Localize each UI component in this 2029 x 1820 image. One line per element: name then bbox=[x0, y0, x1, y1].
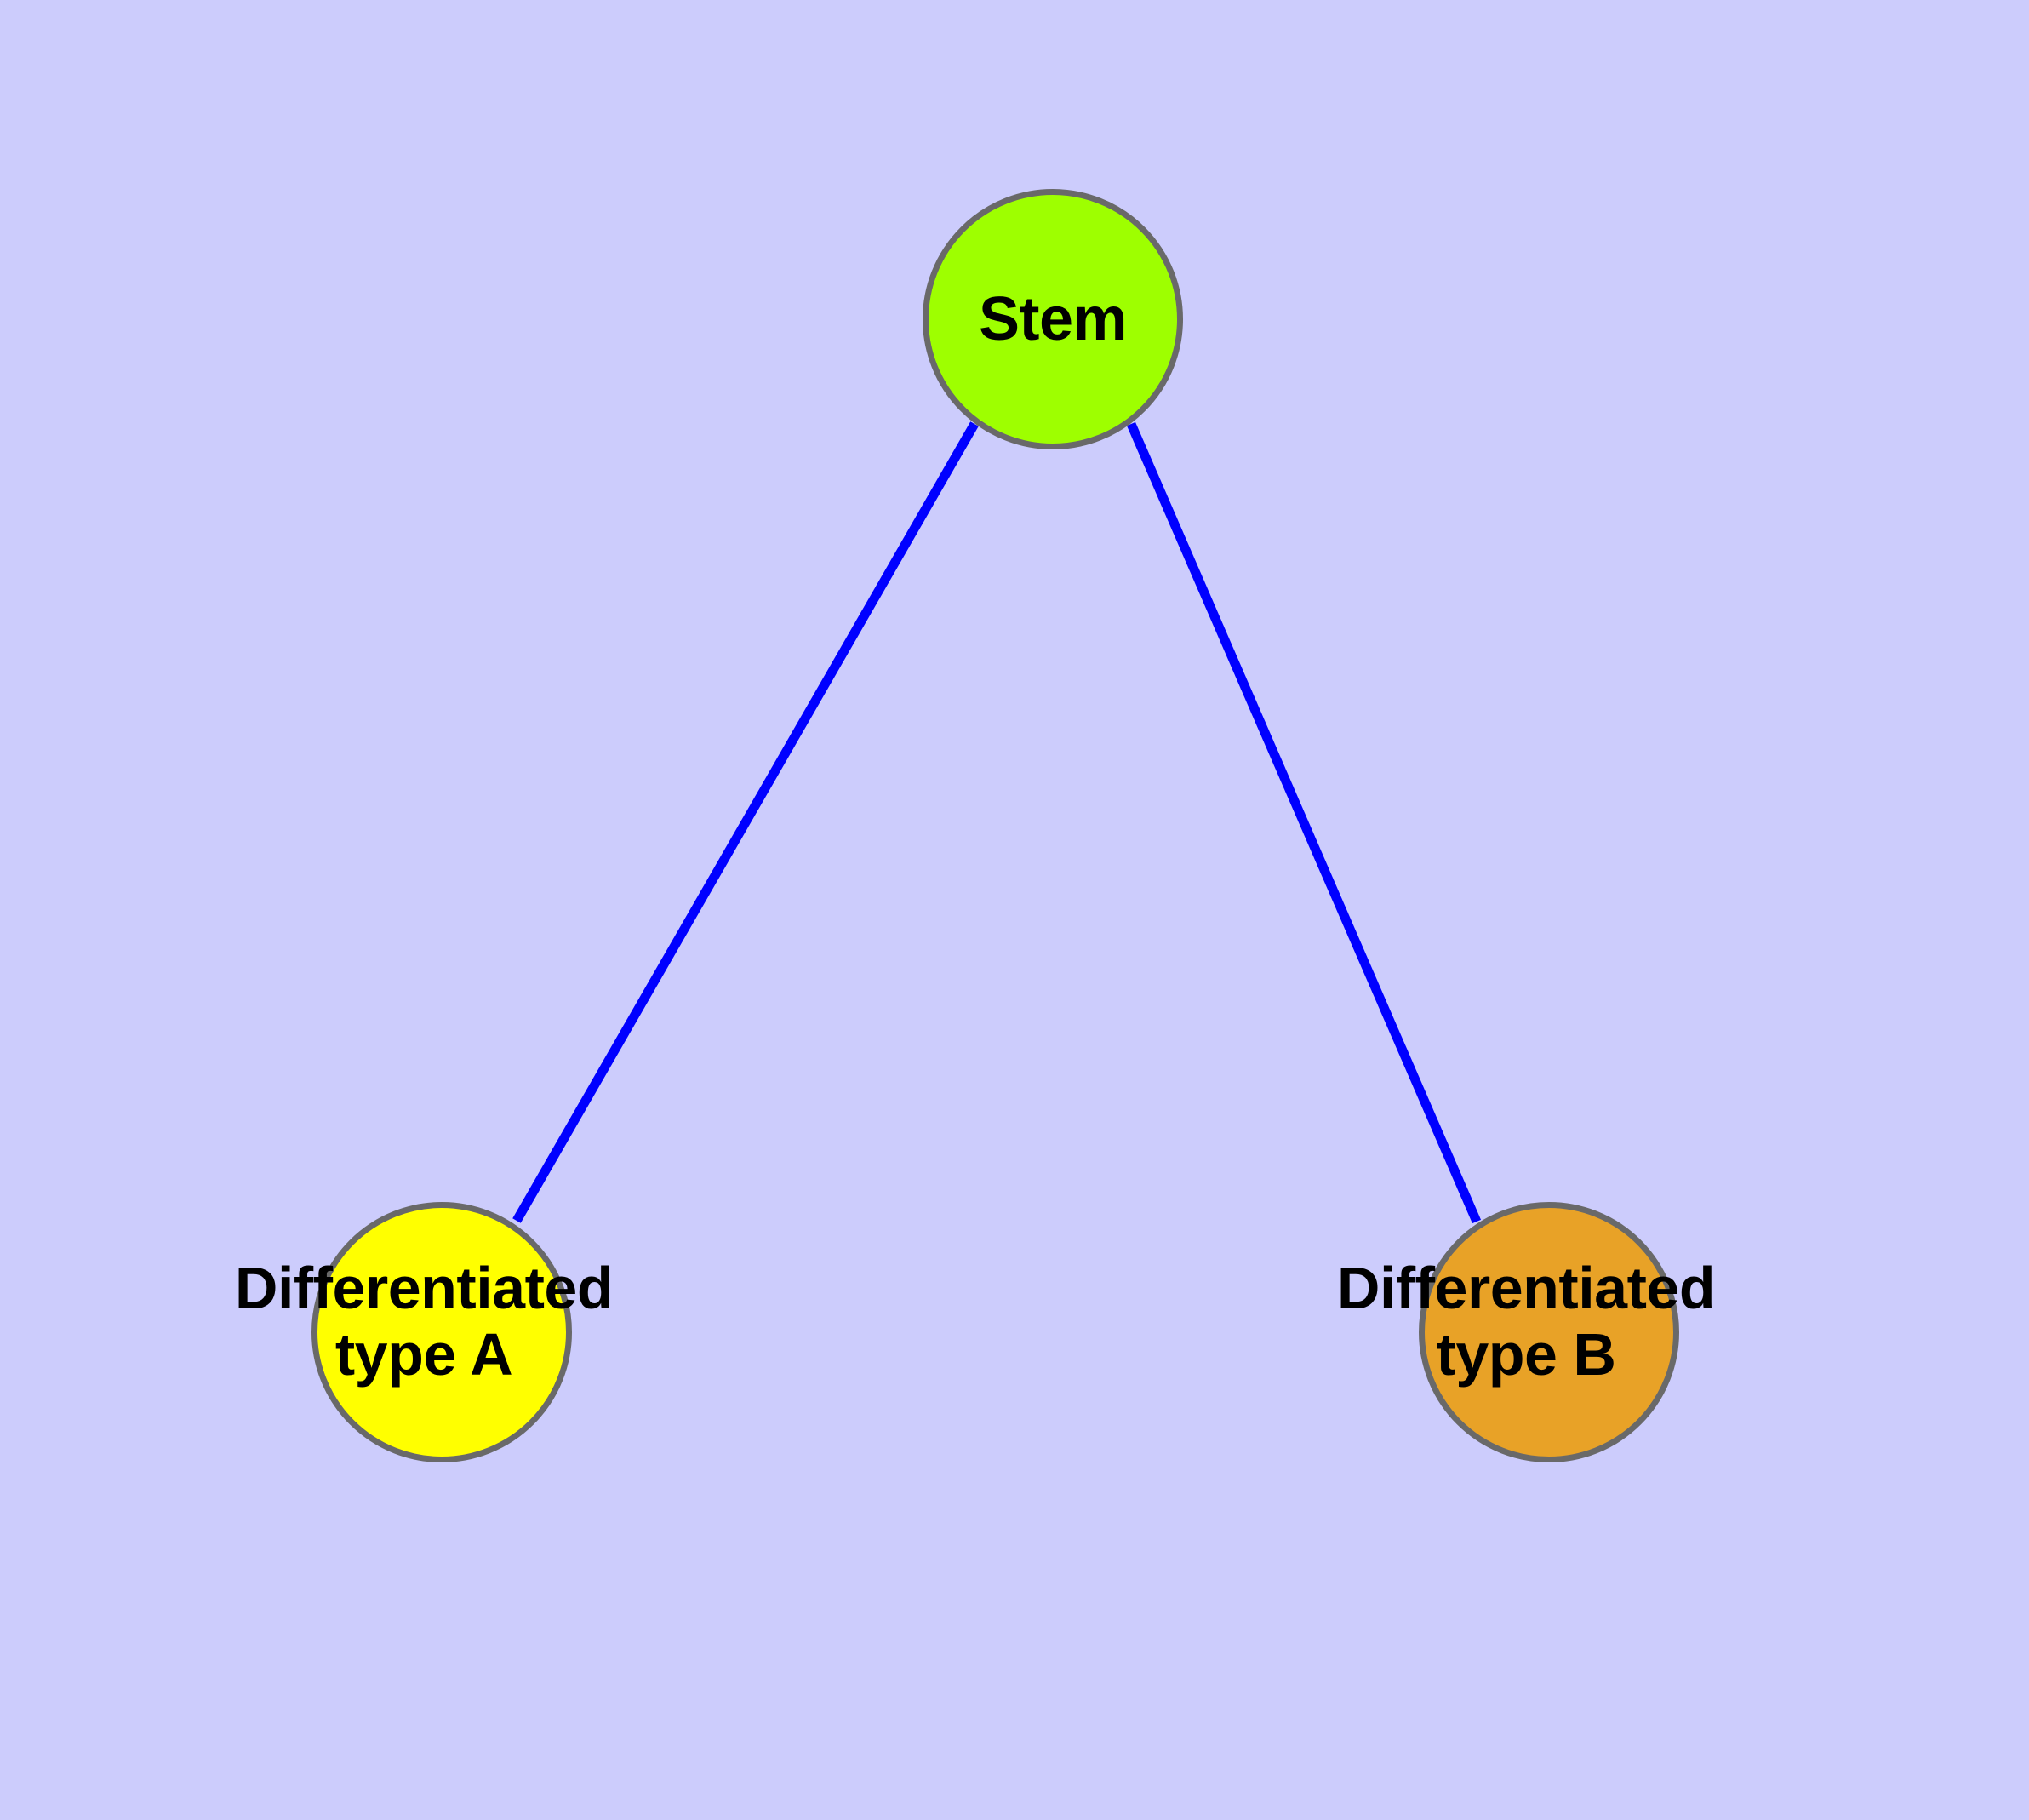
edge-stem-to-diff-a bbox=[512, 421, 979, 1223]
node-differentiated-type-b[interactable] bbox=[1419, 1202, 1679, 1462]
node-differentiated-type-a[interactable] bbox=[311, 1202, 572, 1462]
node-stem[interactable] bbox=[923, 189, 1183, 449]
edge-stem-to-diff-b bbox=[1126, 421, 1482, 1224]
